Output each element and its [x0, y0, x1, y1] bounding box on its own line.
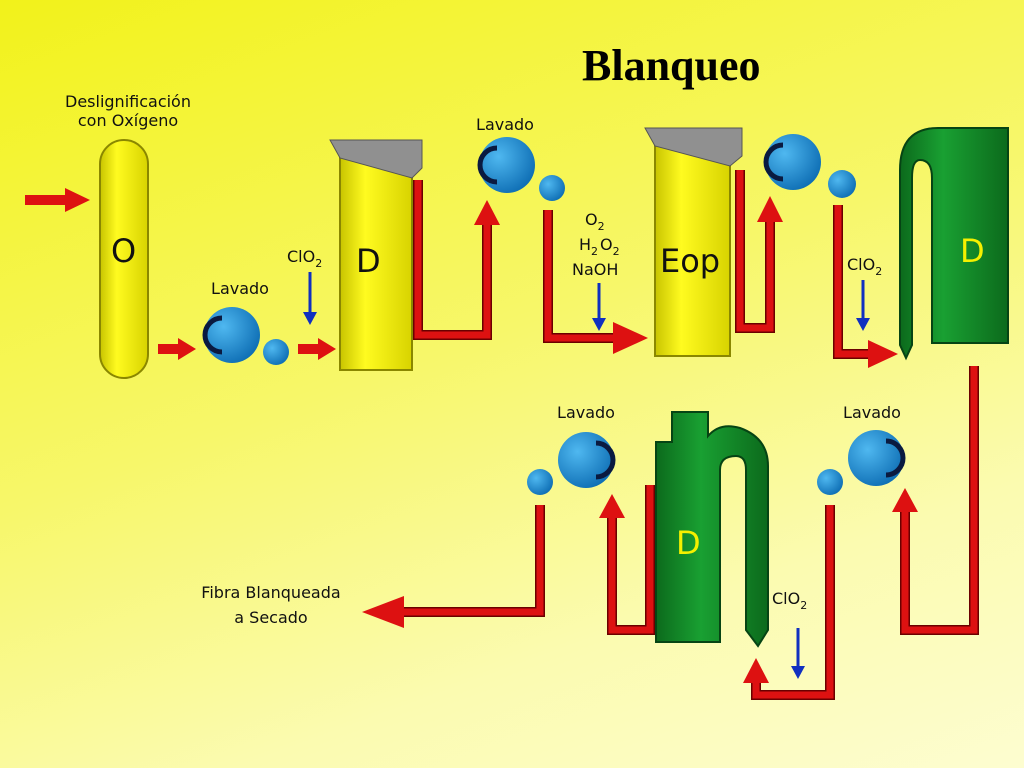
clo2-label-d2: ClO2 [847, 255, 882, 278]
d2-tower: D [899, 127, 1009, 361]
flow-arrow-oxygen-to-washer [158, 338, 196, 360]
pipe-d2-to-washer-4 [892, 366, 979, 635]
d3-tower-label: D [676, 524, 701, 562]
pipe-washer-3-to-d2 [833, 205, 898, 368]
washer-4 [817, 430, 906, 495]
output-pipe [362, 505, 545, 628]
delignification-label-line2: con Oxígeno [78, 111, 178, 130]
d3-tower: D [655, 411, 769, 648]
eop-tower-label: Eop [660, 242, 720, 280]
d1-tower-label: D [356, 242, 381, 280]
d1-tower: D [329, 139, 423, 371]
washer-3 [763, 134, 856, 198]
pipe-d3-to-washer-5 [599, 485, 655, 635]
pipe-washer-4-to-d3 [743, 505, 835, 700]
clo2-arrow-d1 [303, 272, 317, 325]
pipe-washer-2-to-eop [543, 210, 648, 354]
oxygen-tower: O [99, 139, 149, 379]
clo2-label-d3: ClO2 [772, 589, 807, 612]
eop-tower: Eop [644, 127, 743, 357]
washer-1 [202, 307, 289, 365]
naoh-label: NaOH [572, 260, 618, 279]
washer-5-label: Lavado [557, 403, 615, 422]
clo2-arrow-d2 [856, 280, 870, 331]
washer-5 [527, 432, 616, 495]
clo2-label-d1: ClO2 [287, 247, 322, 270]
output-label-line1: Fibra Blanqueada [201, 583, 340, 602]
d2-tower-label: D [960, 232, 985, 270]
oxygen-tower-label: O [111, 232, 136, 270]
washer-1-label: Lavado [211, 279, 269, 298]
clo2-arrow-d3 [791, 628, 805, 679]
pipe-eop-to-washer-3 [735, 170, 783, 333]
washer-2 [477, 137, 565, 201]
output-label-line2: a Secado [234, 608, 307, 627]
washer-4-label: Lavado [843, 403, 901, 422]
washer-2-label: Lavado [476, 115, 534, 134]
flow-arrow-washer-to-d1 [298, 338, 336, 360]
o2-label: O2 [585, 210, 605, 233]
inlet-arrow [25, 188, 90, 212]
pipe-d1-to-washer-2 [413, 180, 500, 340]
delignification-label-line1: Deslignificación [65, 92, 191, 111]
page-title: Blanqueo [582, 41, 761, 90]
chemicals-arrow-eop [592, 283, 606, 331]
